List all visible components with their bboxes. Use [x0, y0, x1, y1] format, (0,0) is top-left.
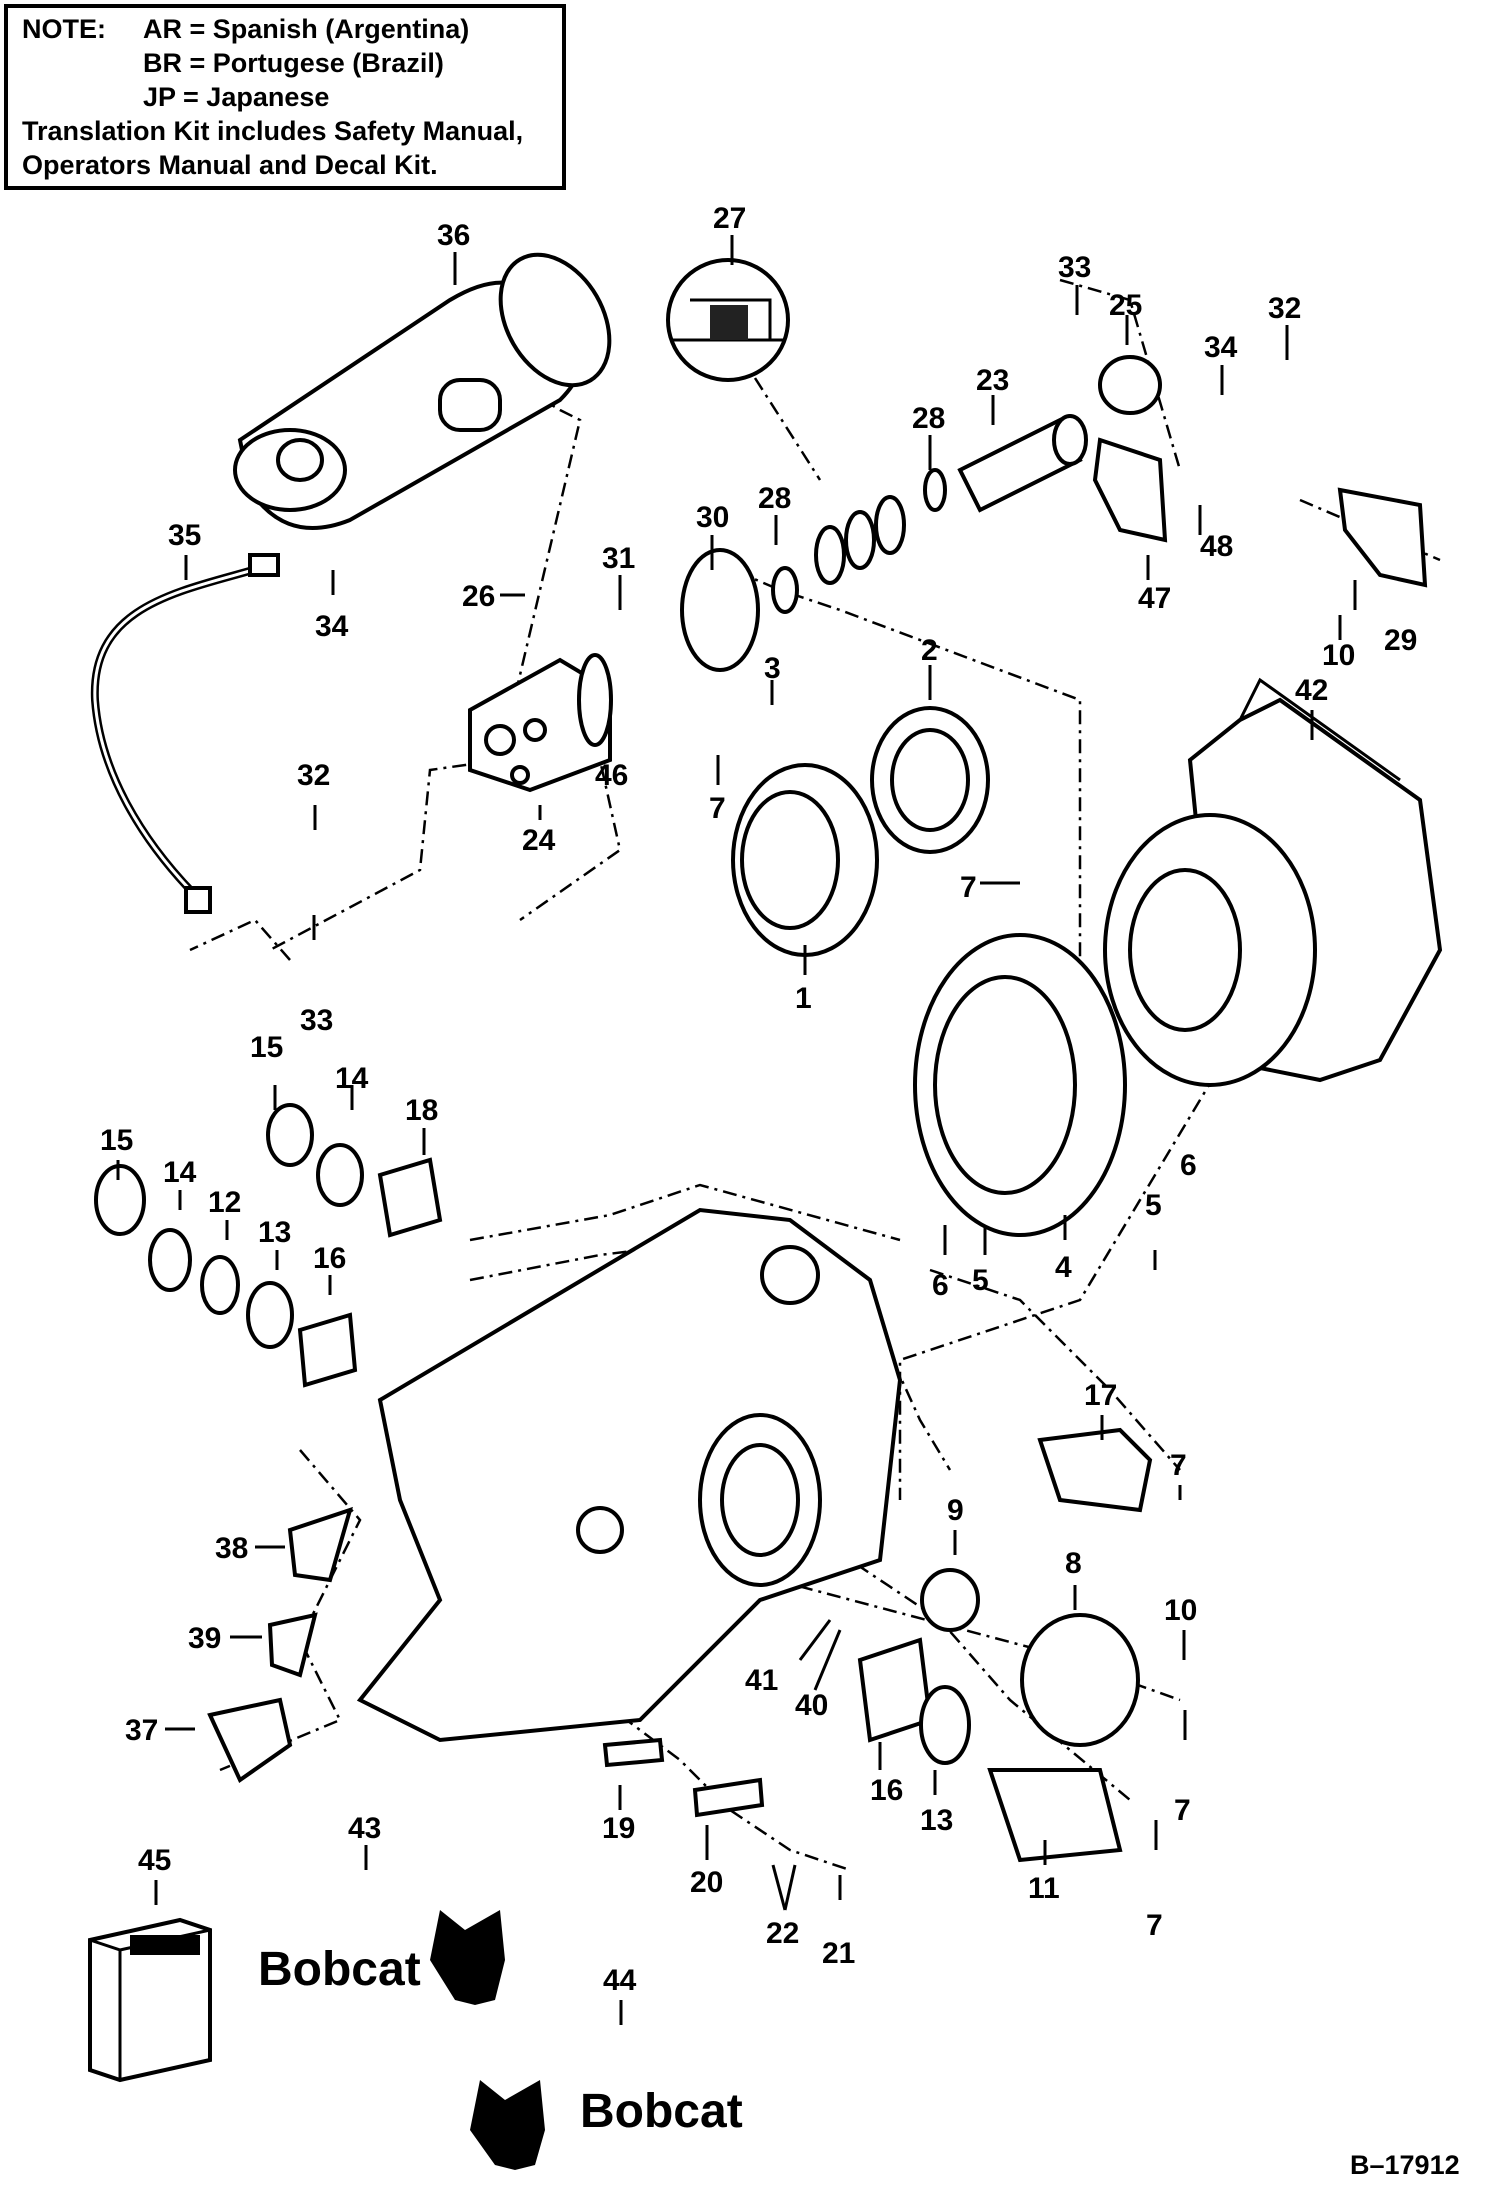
callout-6-left: 6 — [932, 1269, 949, 1302]
callout-1: 1 — [795, 982, 812, 1015]
callout-47: 47 — [1138, 582, 1171, 615]
callout-48: 48 — [1200, 530, 1233, 563]
callout-42: 42 — [1295, 674, 1328, 707]
callout-labels: 36 27 33 25 32 34 23 28 30 28 31 35 34 4… — [100, 202, 1417, 1997]
callout-2: 2 — [921, 634, 938, 667]
bobcat-logo-decal-b — [470, 2080, 545, 2170]
callout-32-left: 32 — [297, 759, 330, 792]
callout-7-pin: 7 — [1170, 1449, 1187, 1482]
note-line-ar: AR = Spanish (Argentina) — [143, 14, 470, 44]
callout-18: 18 — [405, 1094, 438, 1127]
note-line-kit: Translation Kit includes Safety Manual, — [22, 116, 524, 146]
callout-5-right: 5 — [1145, 1189, 1162, 1222]
pins-and-hardware — [857, 1427, 1153, 1863]
callout-7-left: 7 — [709, 792, 726, 825]
callout-28-mid: 28 — [758, 482, 791, 515]
callout-15-upper: 15 — [250, 1031, 283, 1064]
callout-43: 43 — [348, 1812, 381, 1845]
leader-lines — [116, 235, 1357, 2025]
callout-15-lower: 15 — [100, 1124, 133, 1157]
drawing-number: B–17912 — [1350, 2150, 1460, 2180]
callout-21: 21 — [822, 1937, 855, 1970]
callout-13-right: 13 — [920, 1804, 953, 1837]
callout-13-left: 13 — [258, 1216, 291, 1249]
callout-10-right: 10 — [1164, 1594, 1197, 1627]
callout-3: 3 — [764, 652, 781, 685]
callout-34-top: 34 — [1204, 331, 1238, 364]
callout-7-ring: 7 — [960, 871, 977, 904]
mounting-brackets — [1092, 437, 1428, 588]
callout-44: 44 — [603, 1964, 637, 1997]
callout-9: 9 — [947, 1494, 964, 1527]
manual-kit-box — [88, 1917, 212, 2083]
bobcat-wordmark-b: Bobcat — [580, 2085, 743, 2138]
swivel-block — [468, 653, 613, 793]
swing-mount-casting — [1103, 677, 1443, 1087]
callout-11: 11 — [1028, 1872, 1060, 1905]
callout-32-top: 32 — [1268, 292, 1301, 325]
callout-16-left: 16 — [313, 1242, 346, 1275]
callout-4: 4 — [1055, 1251, 1072, 1284]
callout-5-left: 5 — [972, 1264, 989, 1297]
callout-7-bolt: 7 — [1174, 1794, 1191, 1827]
callout-24: 24 — [522, 824, 556, 857]
callout-27: 27 — [713, 202, 746, 235]
bobcat-wordmark-a: Bobcat — [258, 1943, 421, 1996]
callout-22: 22 — [766, 1917, 799, 1950]
bobcat-logo-decal-a — [430, 1910, 505, 2005]
callout-8: 8 — [1065, 1547, 1082, 1580]
callout-28-top: 28 — [912, 402, 945, 435]
callout-39: 39 — [188, 1622, 221, 1655]
callout-26: 26 — [462, 580, 495, 613]
seal-rings — [680, 355, 1162, 672]
callout-45: 45 — [138, 1844, 171, 1877]
note-line-jp: JP = Japanese — [143, 82, 330, 112]
callout-35: 35 — [168, 519, 201, 552]
note-line-br: BR = Portugese (Brazil) — [143, 48, 444, 78]
callout-14-lower: 14 — [163, 1156, 197, 1189]
callout-29: 29 — [1384, 624, 1417, 657]
callout-17: 17 — [1084, 1379, 1117, 1412]
callout-33-top: 33 — [1058, 251, 1091, 284]
bearing-and-gasket — [731, 706, 990, 957]
callout-19: 19 — [602, 1812, 635, 1845]
callout-36: 36 — [437, 219, 470, 252]
callout-40: 40 — [795, 1689, 828, 1722]
wear-pads — [207, 1506, 765, 1818]
callout-14-upper: 14 — [335, 1062, 369, 1095]
callout-16-right: 16 — [870, 1774, 903, 1807]
callout-38: 38 — [215, 1532, 248, 1565]
hydraulic-hose — [90, 553, 280, 914]
callout-31: 31 — [602, 542, 635, 575]
hydraulic-cylinder — [233, 252, 612, 530]
seals-and-bushings — [94, 1103, 443, 1388]
callout-30: 30 — [696, 501, 729, 534]
slew-ring — [913, 933, 1127, 1237]
callout-7-bottom: 7 — [1146, 1909, 1163, 1942]
callout-20: 20 — [690, 1866, 723, 1899]
seal-detail-circle — [666, 258, 822, 481]
callout-23: 23 — [976, 364, 1009, 397]
note-label: NOTE: — [22, 14, 106, 44]
callout-37: 37 — [125, 1714, 158, 1747]
translation-note-box: NOTE: AR = Spanish (Argentina) BR = Port… — [4, 4, 566, 190]
note-line-contents: Operators Manual and Decal Kit. — [22, 150, 438, 180]
callout-12: 12 — [208, 1186, 241, 1219]
callout-46: 46 — [595, 759, 628, 792]
callout-41: 41 — [745, 1664, 778, 1697]
callout-33-left: 33 — [300, 1004, 333, 1037]
callout-34-left: 34 — [315, 610, 349, 643]
callout-10-top: 10 — [1322, 639, 1355, 672]
callout-25: 25 — [1109, 289, 1142, 322]
callout-6-right: 6 — [1180, 1149, 1197, 1182]
boom-swing-frame — [356, 1207, 903, 1743]
